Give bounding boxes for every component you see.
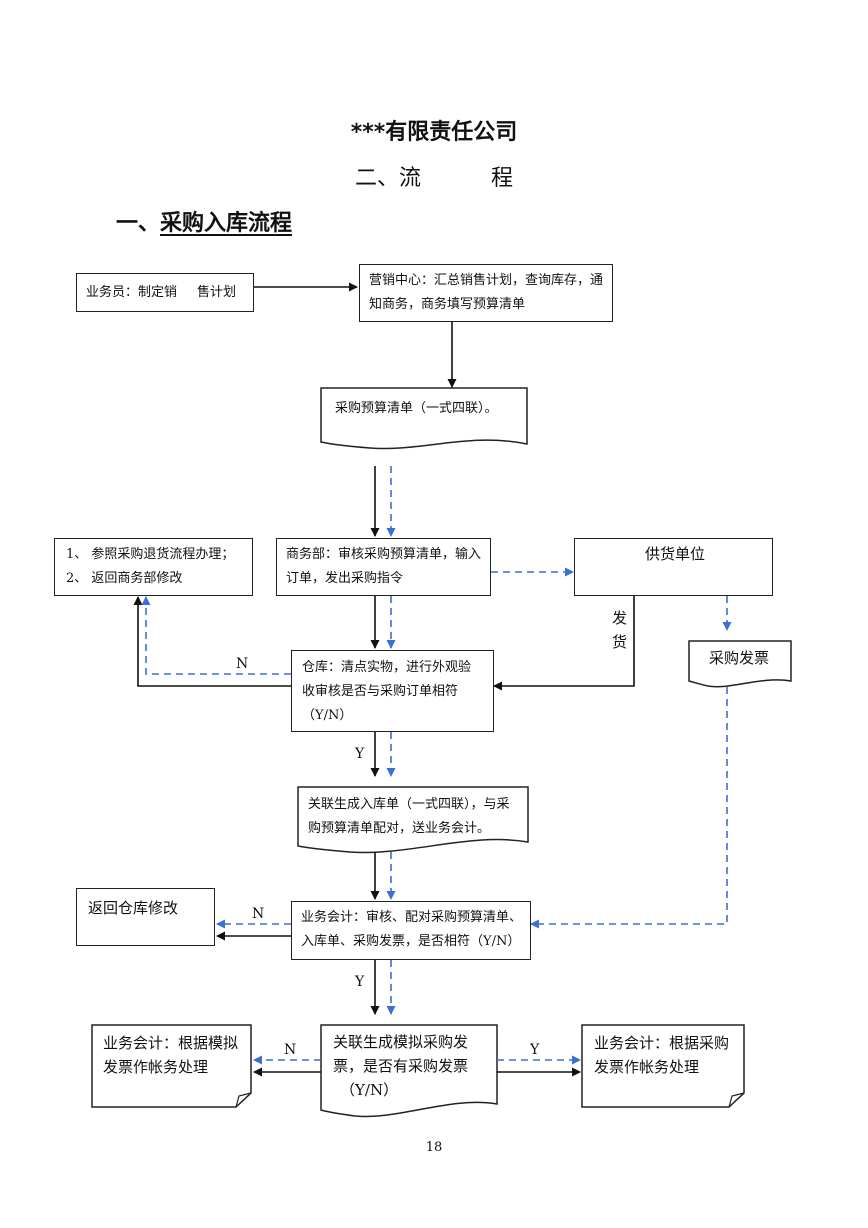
purchase-invoice-shape: [688, 640, 792, 688]
label-y-accounting: Y: [355, 974, 365, 990]
left-result-shape: [91, 1024, 252, 1108]
budget-list-shape: [320, 387, 528, 450]
inbound-line-1: 关联生成入库单（一式四联），与采: [308, 797, 510, 812]
simulated-line-3: （Y/N）: [340, 1081, 399, 1099]
salesman-box: [76, 273, 254, 312]
ship-char-2: 货: [612, 633, 628, 651]
page-number: 18: [425, 1140, 443, 1155]
label-n-warehouse: N: [236, 656, 249, 672]
purchase-invoice-text: 采购发票: [709, 649, 770, 667]
ship-char-1: 发: [612, 609, 628, 627]
section-prefix: 一、: [116, 211, 161, 236]
supplier-box: [574, 538, 773, 596]
budget-list-text: 采购预算清单（一式四联）。: [335, 401, 498, 416]
accounting-line-1: 业务会计：审核、配对采购预算清单、: [301, 910, 523, 925]
warehouse-line-3: （Y/N）: [302, 708, 353, 723]
label-y-simulated: Y: [530, 1042, 540, 1058]
commerce-dept-box: [276, 538, 491, 596]
accounting-review-box: [291, 901, 531, 960]
return-line-1: 1、 参照采购退货流程办理；: [66, 547, 235, 562]
left-result-line-1: 业务会计：根据模拟: [103, 1034, 239, 1052]
company-title: ***有限责任公司: [350, 120, 518, 145]
return-warehouse-text: 返回仓库修改: [88, 899, 179, 917]
simulated-doc-shape: [320, 1024, 498, 1118]
right-result-shape: [581, 1024, 745, 1108]
salesman-text: 业务员：制定销售计划: [86, 285, 237, 300]
supplier-text: 供货单位: [645, 545, 706, 563]
return-options-box: [54, 538, 253, 596]
section-title: 采购入库流程: [160, 211, 293, 236]
label-n-accounting: N: [252, 906, 265, 922]
accounting-line-2: 入库单、采购发票，是否相符（Y/N）: [301, 934, 521, 949]
marketing-line-2: 知商务，商务填写预算清单: [369, 297, 526, 312]
section-heading: 一、采购入库流程: [116, 205, 292, 237]
inbound-line-2: 购预算清单配对，送业务会计。: [308, 821, 491, 836]
right-result-line-1: 业务会计：根据采购: [594, 1034, 730, 1052]
warehouse-line-2: 收审核是否与采购订单相符: [302, 684, 459, 699]
simulated-line-1: 关联生成模拟采购发: [333, 1033, 469, 1051]
right-result-line-2: 发票作帐务处理: [594, 1058, 700, 1076]
commerce-line-2: 订单，发出采购指令: [286, 571, 404, 586]
subtitle-right: 程: [491, 166, 514, 191]
simulated-line-2: 票，是否有采购发票: [333, 1057, 469, 1075]
return-warehouse-box: [76, 888, 215, 946]
warehouse-box: [291, 650, 494, 732]
return-line-2: 2、 返回商务部修改: [66, 571, 183, 586]
marketing-center-box: [359, 264, 613, 322]
commerce-line-1: 商务部：审核采购预算清单，输入: [286, 547, 482, 562]
subtitle-left: 二、流: [354, 166, 421, 191]
warehouse-line-1: 仓库：清点实物，进行外观验: [302, 660, 472, 675]
section-subtitle: 二、流 程: [0, 160, 868, 192]
left-result-line-2: 发票作帐务处理: [103, 1058, 209, 1076]
label-n-simulated: N: [284, 1042, 297, 1058]
label-y-warehouse: Y: [355, 746, 365, 762]
inbound-doc-shape: [297, 786, 529, 854]
marketing-line-1: 营销中心：汇总销售计划，查询库存，通: [369, 273, 604, 288]
